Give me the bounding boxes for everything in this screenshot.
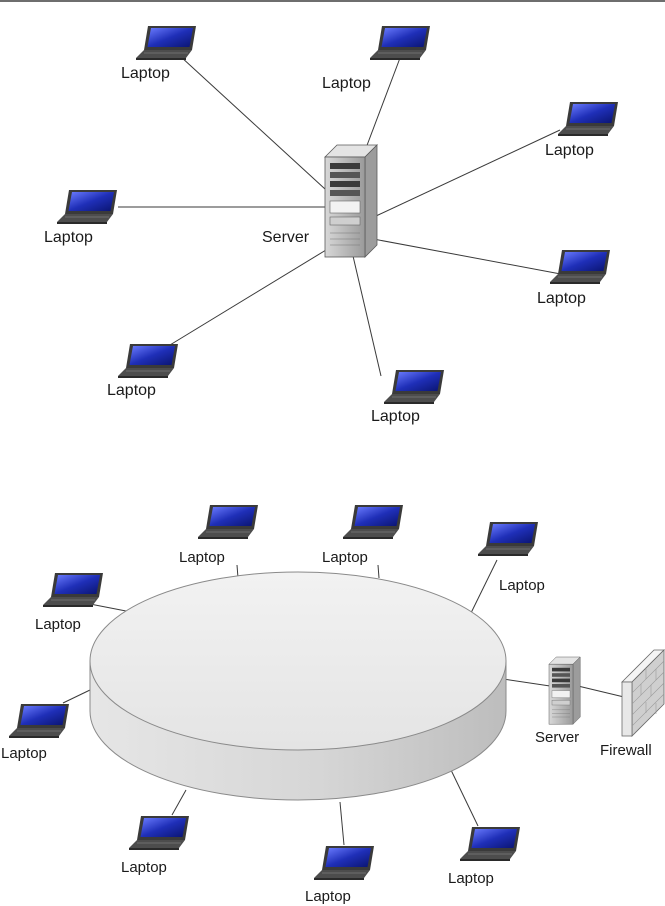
laptop-label: Laptop (322, 75, 371, 92)
laptop-icon (135, 25, 197, 61)
firewall-label: Firewall (600, 742, 652, 759)
laptop-label: Laptop (1, 745, 47, 762)
ring-network: Server Firewall (1, 504, 665, 905)
star-laptop: Laptop (322, 25, 431, 92)
star-laptop: Laptop (537, 249, 611, 307)
ring-laptop: Laptop (477, 521, 545, 594)
star-laptop: Laptop (371, 369, 445, 425)
laptop-label: Laptop (179, 549, 225, 566)
server-label: Server (535, 729, 579, 746)
laptop-label: Laptop (35, 616, 81, 633)
server-tower-icon (548, 656, 581, 725)
link-line (339, 801, 345, 846)
laptop-icon (383, 369, 445, 405)
link-line (377, 564, 380, 579)
link-line (375, 129, 561, 217)
top-rule (0, 0, 665, 2)
star-server (324, 144, 378, 258)
ring-laptop: Laptop (121, 815, 190, 876)
laptop-label: Laptop (545, 142, 594, 159)
laptop-label: Laptop (537, 290, 586, 307)
ring-laptop: Laptop (448, 826, 521, 887)
link-line (89, 603, 127, 612)
ring-links (62, 559, 625, 846)
star-links (118, 55, 567, 377)
laptop-icon (549, 249, 611, 285)
link-line (164, 249, 327, 349)
ring-server (548, 656, 581, 725)
laptop-label: Laptop (322, 549, 368, 566)
laptop-icon (369, 25, 431, 61)
ring-backbone (89, 571, 507, 801)
laptop-icon (557, 101, 619, 137)
link-line (502, 678, 551, 687)
laptop-label: Laptop (305, 888, 351, 905)
laptop-icon (477, 521, 539, 557)
laptop-icon (342, 504, 404, 540)
link-line (577, 685, 625, 698)
server-label: Server (262, 229, 310, 246)
laptop-label: Laptop (121, 859, 167, 876)
link-line (367, 237, 567, 276)
laptop-icon (313, 845, 375, 881)
star-laptop: Laptop (545, 101, 619, 159)
server-tower-icon (324, 144, 378, 258)
firewall: Firewall (600, 649, 665, 759)
star-network: Server Laptop Laptop Laptop Laptop Lapto… (44, 25, 619, 425)
link-line (365, 57, 401, 149)
star-laptop: Laptop (121, 25, 197, 82)
laptop-label: Laptop (499, 577, 545, 594)
ring-laptop: Laptop (305, 845, 375, 905)
link-line (62, 689, 91, 704)
laptop-icon (8, 703, 70, 739)
ring-laptop: Laptop (1, 703, 70, 762)
link-line (469, 559, 498, 616)
laptop-icon (197, 504, 259, 540)
ring-laptop: Laptop (322, 504, 404, 566)
laptop-icon (459, 826, 521, 862)
laptop-icon (128, 815, 190, 851)
laptop-icon (42, 572, 104, 608)
firewall-brick-icon (621, 649, 665, 737)
link-line (171, 789, 187, 816)
link-line (179, 55, 338, 201)
link-line (352, 255, 382, 377)
laptop-label: Laptop (371, 408, 420, 425)
star-laptop: Laptop (44, 189, 118, 246)
laptop-label: Laptop (44, 229, 93, 246)
ring-laptop: Laptop (179, 504, 259, 566)
laptop-label: Laptop (107, 382, 156, 399)
link-line (450, 769, 479, 827)
laptop-icon (56, 189, 118, 225)
laptop-label: Laptop (448, 870, 494, 887)
laptop-label: Laptop (121, 65, 170, 82)
star-laptop: Laptop (107, 343, 179, 399)
ring-laptop: Laptop (35, 572, 104, 633)
laptop-icon (117, 343, 179, 379)
